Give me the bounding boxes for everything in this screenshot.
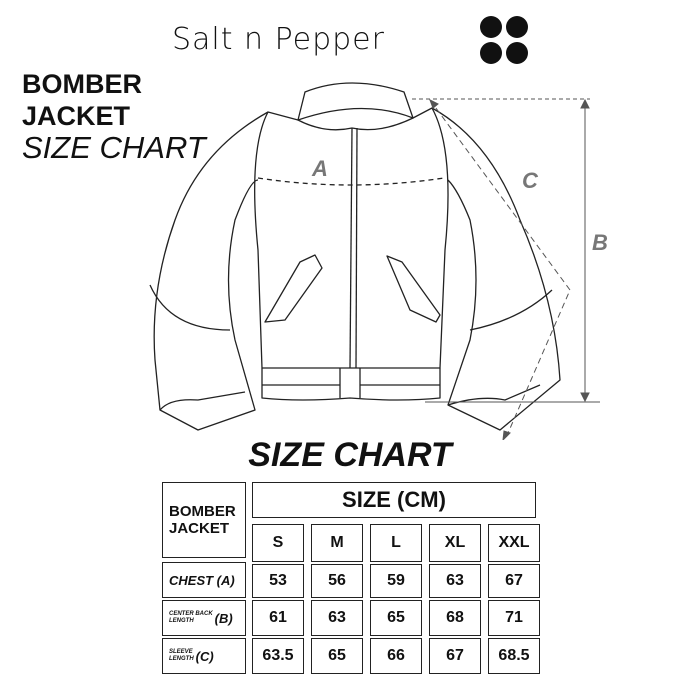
size-xl: XL xyxy=(429,524,481,562)
back-length-small1: CENTER BACK xyxy=(169,611,213,617)
table-corner: BOMBER JACKET xyxy=(162,482,246,558)
chest-m: 56 xyxy=(311,564,363,598)
back-s: 61 xyxy=(252,600,304,636)
label-b: B xyxy=(592,230,608,255)
back-xl: 68 xyxy=(429,600,481,636)
size-s: S xyxy=(252,524,304,562)
chest-xl: 63 xyxy=(429,564,481,598)
back-length-suffix: (B) xyxy=(214,610,233,626)
label-a: A xyxy=(311,156,328,181)
chest-xxl: 67 xyxy=(488,564,540,598)
heading-size-chart: SIZE CHART xyxy=(22,130,206,165)
back-m: 63 xyxy=(311,600,363,636)
back-l: 65 xyxy=(370,600,422,636)
heading-line2: JACKET xyxy=(22,101,131,131)
size-l: L xyxy=(370,524,422,562)
brand-name: Salt n Pepper xyxy=(172,22,385,57)
sleeve-length-suffix: (C) xyxy=(195,648,214,664)
sleeve-length-small2: LENGTH xyxy=(169,656,194,662)
brand-logo-icon xyxy=(480,16,530,66)
heading-line1: BOMBER xyxy=(22,69,142,99)
size-m: M xyxy=(311,524,363,562)
chest-s: 53 xyxy=(252,564,304,598)
jacket-diagram: A B C xyxy=(149,82,608,440)
size-chart-title: SIZE CHART xyxy=(248,436,452,474)
row-label-sleeve-length: SLEEVE LENGTH (C) xyxy=(162,638,246,674)
size-header: SIZE (CM) xyxy=(252,482,536,518)
size-xxl: XXL xyxy=(488,524,540,562)
back-xxl: 71 xyxy=(488,600,540,636)
row-label-back-length: CENTER BACK LENGTH (B) xyxy=(162,600,246,636)
label-c: C xyxy=(522,168,539,193)
sleeve-l: 66 xyxy=(370,638,422,674)
chest-l: 59 xyxy=(370,564,422,598)
sleeve-m: 65 xyxy=(311,638,363,674)
sleeve-xl: 67 xyxy=(429,638,481,674)
sleeve-xxl: 68.5 xyxy=(488,638,540,674)
back-length-small2: LENGTH xyxy=(169,618,194,624)
heading-product: BOMBER JACKET xyxy=(22,68,142,132)
corner-line1: BOMBER xyxy=(169,503,236,520)
sleeve-s: 63.5 xyxy=(252,638,304,674)
corner-line2: JACKET xyxy=(169,520,230,537)
sleeve-length-small1: SLEEVE xyxy=(169,649,193,655)
row-label-chest: CHEST (A) xyxy=(162,562,246,598)
